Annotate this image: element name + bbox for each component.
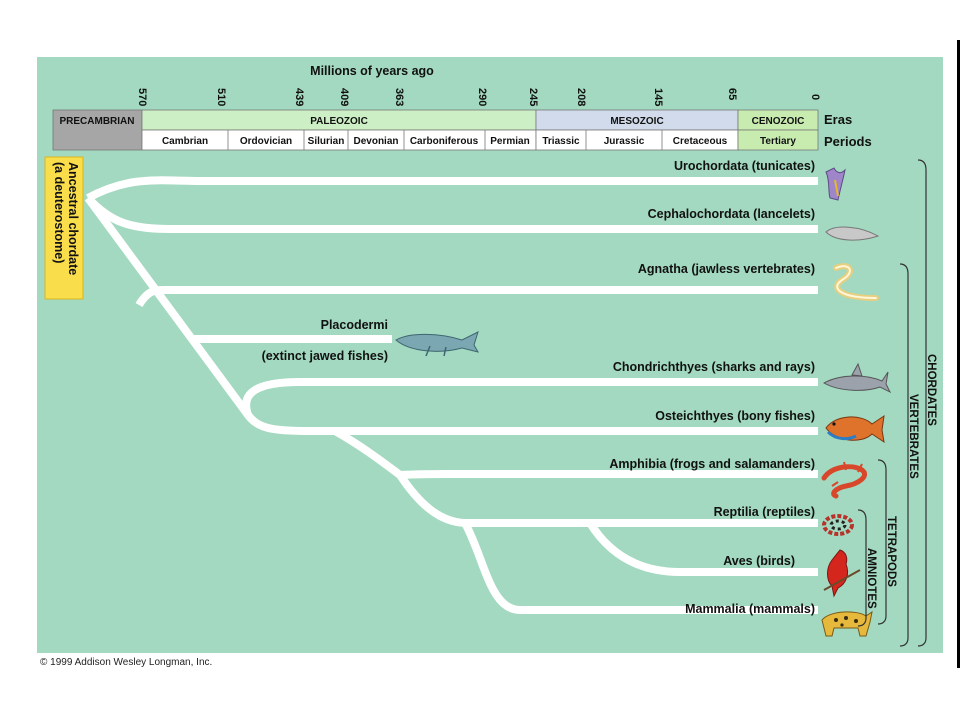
taxon-mammalia: Mammalia (mammals) [685, 602, 815, 616]
tick-label: 409 [338, 88, 350, 106]
bracket-tetrapods [877, 459, 887, 625]
period-triassic: Triassic [542, 136, 580, 147]
branch-osteichthyes [244, 412, 818, 435]
period-row-cenozoic [737, 129, 819, 151]
tick-label: 363 [393, 88, 405, 106]
label-amniotes: AMNIOTES [865, 548, 877, 609]
period-carboniferous: Carboniferous [410, 136, 479, 147]
era-cenozoic: Cenozoic [752, 116, 805, 127]
snake-icon [822, 514, 854, 536]
tick-label: 145 [652, 88, 664, 106]
branch-agnatha [135, 286, 818, 308]
tree-branches [84, 176, 818, 614]
cardinal-icon [823, 549, 861, 598]
branch-chondrichthyes [242, 378, 818, 417]
root-box [44, 156, 84, 300]
era-paleozoic: Paleozoic [310, 116, 368, 127]
copyright-notice: © 1999 Addison Wesley Longman, Inc. [40, 657, 213, 668]
taxon-placodermi: Placodermi [321, 318, 388, 332]
label-tetrapods: TETRAPODS [885, 516, 897, 587]
lamprey-icon [833, 263, 879, 301]
branch-urochordata [86, 176, 818, 202]
eras-label: Eras [824, 112, 852, 127]
label-vertebrates: VERTEBRATES [907, 394, 919, 479]
placodermi-note: (extinct jawed fishes) [262, 349, 388, 363]
bracket-amniotes [857, 509, 867, 627]
shark-icon [822, 362, 892, 394]
period-cretaceous: Cretaceous [673, 136, 728, 147]
tick-label: 0 [809, 94, 821, 100]
taxon-amphibia: Amphibia (frogs and salamanders) [609, 457, 815, 471]
label-chordates: CHORDATES [925, 354, 937, 426]
tick-label: 510 [215, 88, 227, 106]
tick-label: 570 [136, 88, 148, 106]
era-mesozoic: Mesozoic [610, 116, 663, 127]
era-precambrian: Precambrian [60, 116, 135, 127]
tick-label: 439 [293, 88, 305, 106]
root-label-line-2: (a deuterostome) [52, 162, 66, 263]
tick-label: 208 [575, 88, 587, 106]
diagram-background [37, 57, 943, 653]
tick-label: 290 [476, 88, 488, 106]
branch-aves [586, 520, 818, 576]
branch-mammalia [461, 521, 818, 614]
period-tertiary: Tertiary [760, 136, 796, 147]
period-permian: Permian [490, 136, 529, 147]
taxon-reptilia: Reptilia (reptiles) [714, 505, 815, 519]
header-title: Millions of years ago [310, 64, 434, 78]
bracket-chordates [917, 159, 927, 647]
periods-label: Periods [824, 134, 872, 149]
bracket-vertebrates [899, 263, 909, 647]
taxon-agnatha: Agnatha (jawless vertebrates) [638, 262, 815, 276]
taxon-cephalochordata: Cephalochordata (lancelets) [648, 207, 815, 221]
taxon-aves: Aves (birds) [723, 554, 795, 568]
branch-amphibia [399, 470, 818, 479]
taxon-osteichthyes: Osteichthyes (bony fishes) [655, 409, 815, 423]
bony-fish-icon [825, 414, 885, 444]
root-label-line-1: Ancestral chordate [66, 162, 80, 275]
period-jurassic: Jurassic [604, 136, 645, 147]
tick-label: 65 [726, 88, 738, 100]
period-devonian: Devonian [353, 136, 398, 147]
salamander-icon [821, 461, 868, 499]
tunicate-icon [825, 167, 846, 201]
tick-label: 245 [527, 88, 539, 106]
edge-line [957, 40, 960, 668]
taxon-chondrichthyes: Chondrichthyes (sharks and rays) [613, 360, 815, 374]
period-ordovician: Ordovician [240, 136, 292, 147]
lancelet-icon [825, 226, 880, 241]
period-cambrian: Cambrian [162, 136, 208, 147]
placoderm-icon [395, 331, 480, 357]
period-silurian: Silurian [308, 136, 345, 147]
taxon-urochordata: Urochordata (tunicates) [674, 159, 815, 173]
era-precambrian-cell [52, 109, 143, 151]
